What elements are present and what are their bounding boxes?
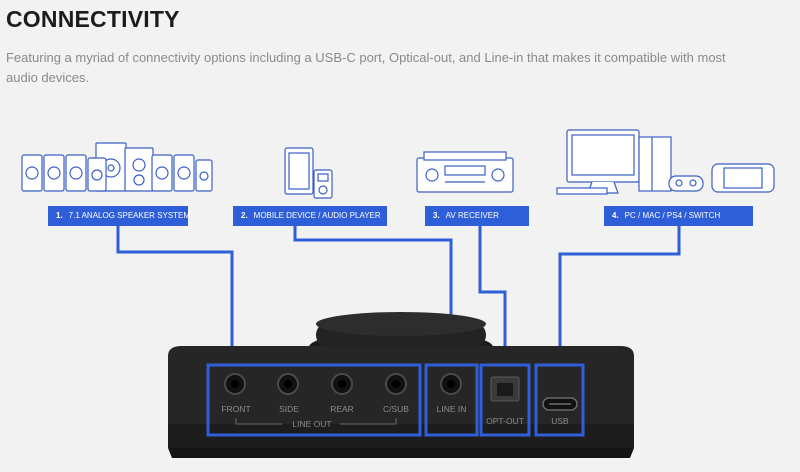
line-out-bracket [235,418,397,425]
device-label-pc: 4. PC / MAC / PS4 / SWITCH [604,206,753,226]
csub-jack [385,373,407,395]
av-receiver-icon [416,151,514,193]
optical-port [490,376,520,402]
device-label-mobile: 2. MOBILE DEVICE / AUDIO PLAYER [233,206,387,226]
speaker-system-icon [21,142,213,192]
port-label-usb: USB [551,416,569,426]
label-number: 4. [612,211,619,220]
port-label-rear: REAR [330,404,354,414]
port-label-line-in: LINE IN [436,404,467,414]
port-label-side: SIDE [279,404,299,414]
label-text: AV RECEIVER [445,211,499,220]
label-text: 7.1 ANALOG SPEAKER SYSTEM [68,211,191,220]
line-in-jack [440,373,462,395]
pc-console-icon [556,129,775,195]
connection-lines [116,226,681,365]
side-jack [277,373,299,395]
port-label-opt-out: OPT-OUT [486,416,524,426]
rear-jack [331,373,353,395]
label-number: 2. [241,211,248,220]
page-title: CONNECTIVITY [6,6,180,32]
port-label-front: FRONT [221,404,251,414]
device-label-receiver: 3. AV RECEIVER [425,206,529,226]
device-label-speakers: 1. 7.1 ANALOG SPEAKER SYSTEM [48,206,191,226]
audio-jacks [224,373,462,395]
label-number: 1. [56,211,63,220]
page-description: Featuring a myriad of connectivity optio… [6,50,726,85]
usb-c-port [542,397,578,411]
mobile-player-icon [284,147,333,199]
label-text: MOBILE DEVICE / AUDIO PLAYER [253,211,381,220]
front-jack [224,373,246,395]
port-label-csub: C/SUB [383,404,409,414]
label-number: 3. [433,211,440,220]
port-label-line-out: LINE OUT [292,419,332,429]
label-text: PC / MAC / PS4 / SWITCH [624,211,721,220]
volume-knob [309,312,493,363]
port-highlights [206,363,585,437]
